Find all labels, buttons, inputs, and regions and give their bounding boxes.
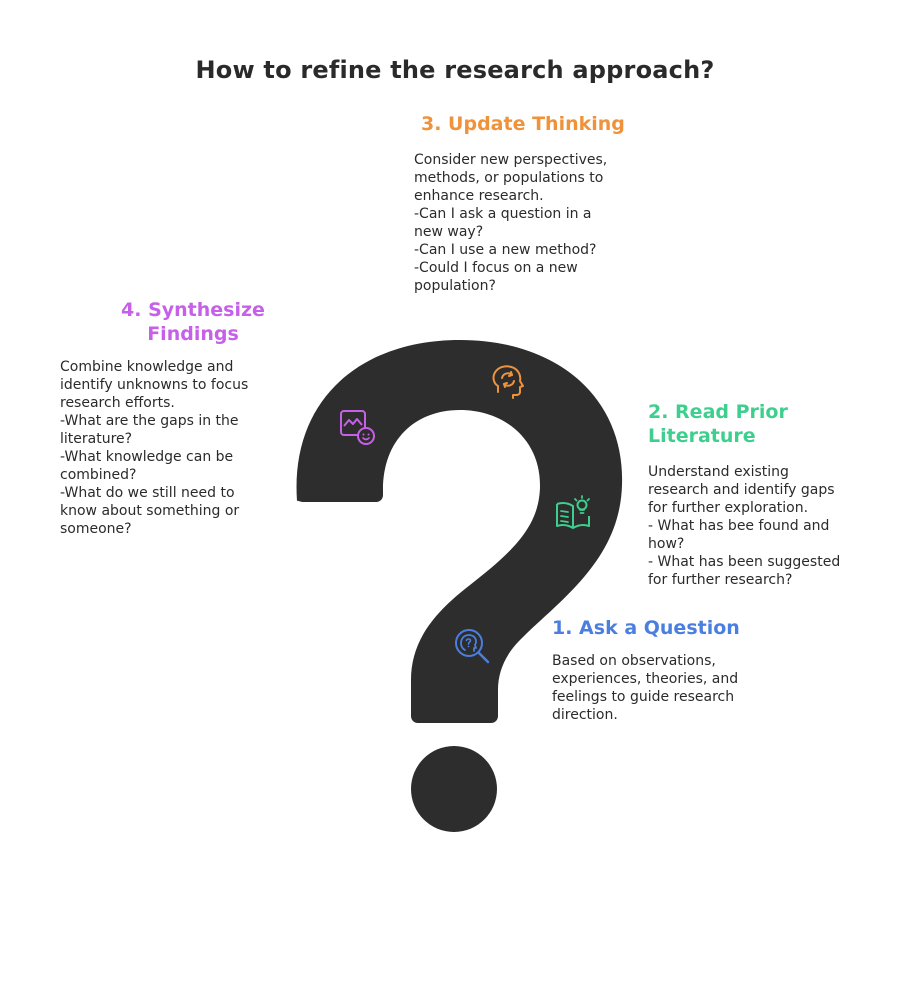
book-lightbulb-icon (556, 495, 590, 529)
puzzle-face-icon (340, 410, 375, 445)
step-2-title: 2. Read Prior Literature (648, 401, 788, 447)
question-mark-hook (296, 340, 623, 723)
step-3-title: 3. Update Thinking (421, 113, 625, 135)
step-1-description: Based on observations, experiences, theo… (552, 653, 739, 723)
page-title: How to refine the research approach? (195, 56, 715, 84)
head-refresh-icon (492, 365, 524, 399)
question-mark-dot (411, 746, 497, 832)
step-4-title: 4. Synthesize Findings (121, 299, 265, 345)
step-4-description: Combine knowledge and identify unknowns … (60, 359, 249, 537)
step-1-title: 1. Ask a Question (552, 617, 740, 639)
step-2-description: Understand existing research and identif… (648, 464, 841, 588)
step-3-description: Consider new perspectives, methods, or p… (414, 152, 608, 294)
question-search-icon (455, 629, 490, 664)
